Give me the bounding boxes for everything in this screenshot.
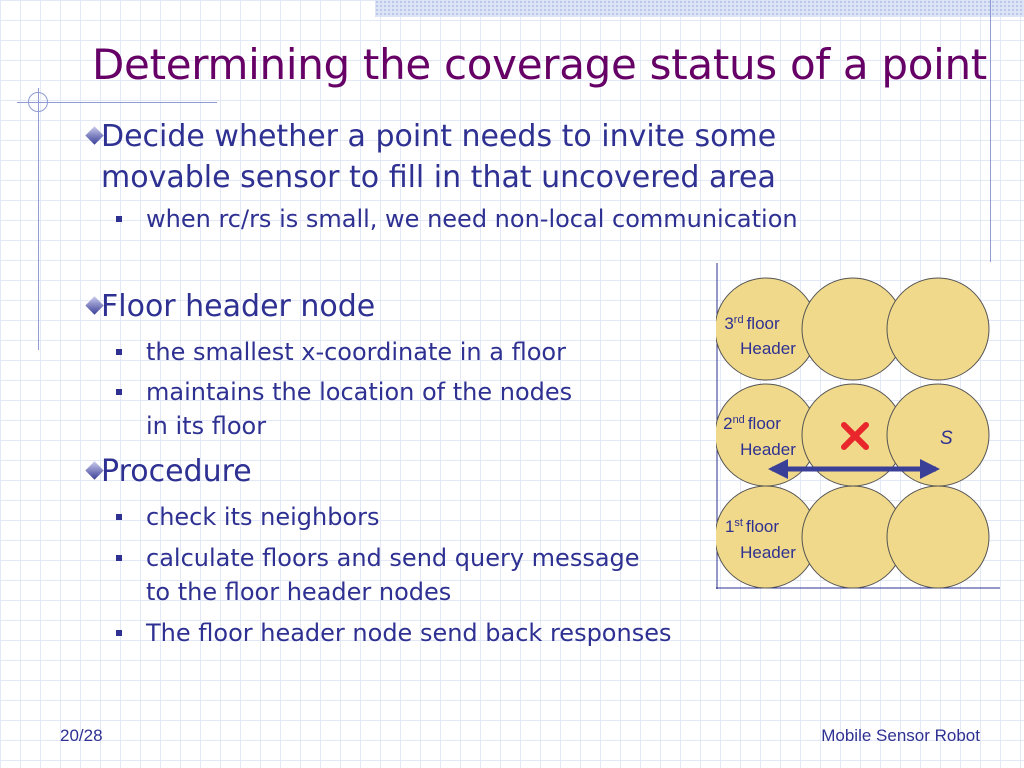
decorative-horizontal-line <box>17 102 217 103</box>
decorative-vertical-line-right <box>990 0 991 262</box>
sensor-circle <box>886 485 990 589</box>
decorative-crosshair-circle <box>28 92 48 112</box>
page-number: 20/28 <box>60 726 103 745</box>
sub-bullet-text-line: to the floor header nodes <box>146 578 452 606</box>
sub-bullet-text-line: the smallest x-coordinate in a floor <box>146 338 566 366</box>
uncovered-cross-icon <box>841 422 869 450</box>
bullet-item: Decide whether a point needs to invite s… <box>85 116 777 198</box>
sub-bullet-item: the smallest x-coordinate in a floor <box>116 335 566 369</box>
sub-bullet-text-line: The floor header node send back response… <box>146 619 672 647</box>
footer-title: Mobile Sensor Robot <box>821 726 980 745</box>
sub-bullet-item: The floor header node send back response… <box>116 616 671 650</box>
floor-header-label-3: Header <box>740 339 796 358</box>
sensor-circle <box>886 277 990 381</box>
floor-header-label-2: Header <box>740 440 796 459</box>
sub-bullet-item: check its neighbors <box>116 500 379 534</box>
sub-bullet-text-line: check its neighbors <box>146 503 380 531</box>
sub-bullet-item: when rc/rs is small, we need non-local c… <box>116 202 798 236</box>
square-bullet-icon <box>116 349 122 355</box>
bullet-text-line: movable sensor to fill in that uncovered… <box>101 160 776 195</box>
square-bullet-icon <box>116 514 122 520</box>
decorative-vertical-line-left <box>38 88 39 350</box>
square-bullet-icon <box>116 216 122 222</box>
square-bullet-icon <box>116 555 122 561</box>
bullet-item: Floor header node <box>85 286 376 327</box>
sub-bullet-item: calculate floors and send query message … <box>116 541 640 609</box>
sub-bullet-text-line: when rc/rs is small, we need non-local c… <box>146 205 798 233</box>
sub-bullet-text-line: maintains the location of the nodes <box>146 378 573 406</box>
square-bullet-icon <box>116 389 122 395</box>
bullet-text-line: Decide whether a point needs to invite s… <box>101 119 777 154</box>
sub-bullet-text-line: calculate floors and send query message <box>146 544 640 572</box>
sub-bullet-item: maintains the location of the nodes in i… <box>116 375 572 443</box>
bullet-item: Procedure <box>85 451 252 492</box>
sub-bullet-text-line: in its floor <box>146 412 267 440</box>
square-bullet-icon <box>116 630 122 636</box>
bullet-text-line: Procedure <box>101 454 252 489</box>
bullet-text-line: Floor header node <box>101 289 376 324</box>
slide-title: Determining the coverage status of a poi… <box>92 40 987 89</box>
top-decorative-band <box>375 0 1024 17</box>
sensor-s-label: S <box>940 428 953 449</box>
floor-header-label-1: Header <box>740 543 796 562</box>
